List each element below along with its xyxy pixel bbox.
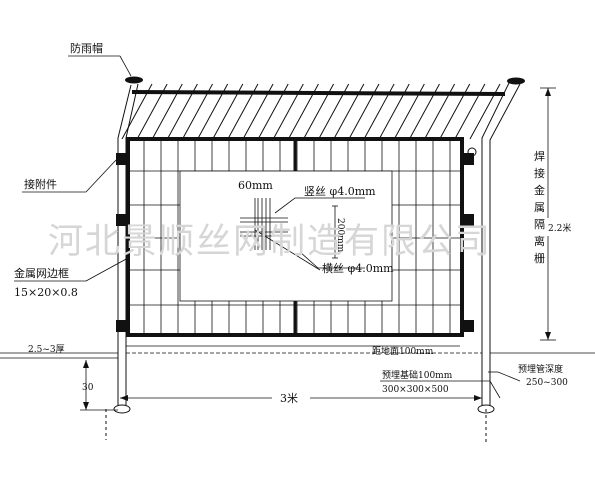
foundation-title-label: 预埋基础100mm	[382, 369, 453, 381]
frame-title-label: 金属网边框	[14, 266, 69, 280]
connector-label: 接附件	[24, 177, 57, 191]
ground-thickness-label: 2.5~3厚	[28, 344, 65, 355]
dim-30-label: 30	[82, 383, 94, 393]
right-post	[477, 82, 521, 445]
mesh-size-label: 60mm	[238, 179, 273, 192]
ground-clearance-label: 距地面100mm	[372, 345, 434, 357]
foundation-spec-label: 300×300×500	[382, 385, 449, 395]
rain-cap-label: 防雨帽	[70, 41, 103, 55]
top-bar	[131, 90, 506, 96]
right-vertical-label: 焊接金属隔离栅	[534, 149, 545, 265]
dimension-lines	[80, 87, 556, 411]
leader-lines	[14, 55, 521, 399]
connector-brackets	[116, 153, 474, 332]
horizontal-wire-label: 横丝 φ4.0mm	[322, 261, 394, 275]
clip-icon	[467, 147, 477, 157]
vertical-wire-label: 竖丝 φ4.0mm	[304, 185, 376, 198]
rain-cap-right-icon	[507, 77, 525, 85]
frame-spec-label: 15×20×0.8	[14, 286, 78, 299]
mesh-detail	[240, 197, 365, 271]
ground-lines	[0, 345, 595, 359]
dim-height-label: 2.2米	[548, 222, 571, 234]
embed-depth-value-label: 250~300	[526, 378, 568, 388]
top-slant-wires	[121, 83, 501, 140]
watermark: 河北景顺丝网制造有限公司	[48, 222, 492, 262]
rain-cap-left-icon	[125, 76, 143, 84]
embed-depth-title-label: 预埋管深度	[518, 363, 563, 375]
dim-span-label: 3米	[280, 392, 298, 405]
mesh-height-label: 200mm	[335, 218, 345, 253]
